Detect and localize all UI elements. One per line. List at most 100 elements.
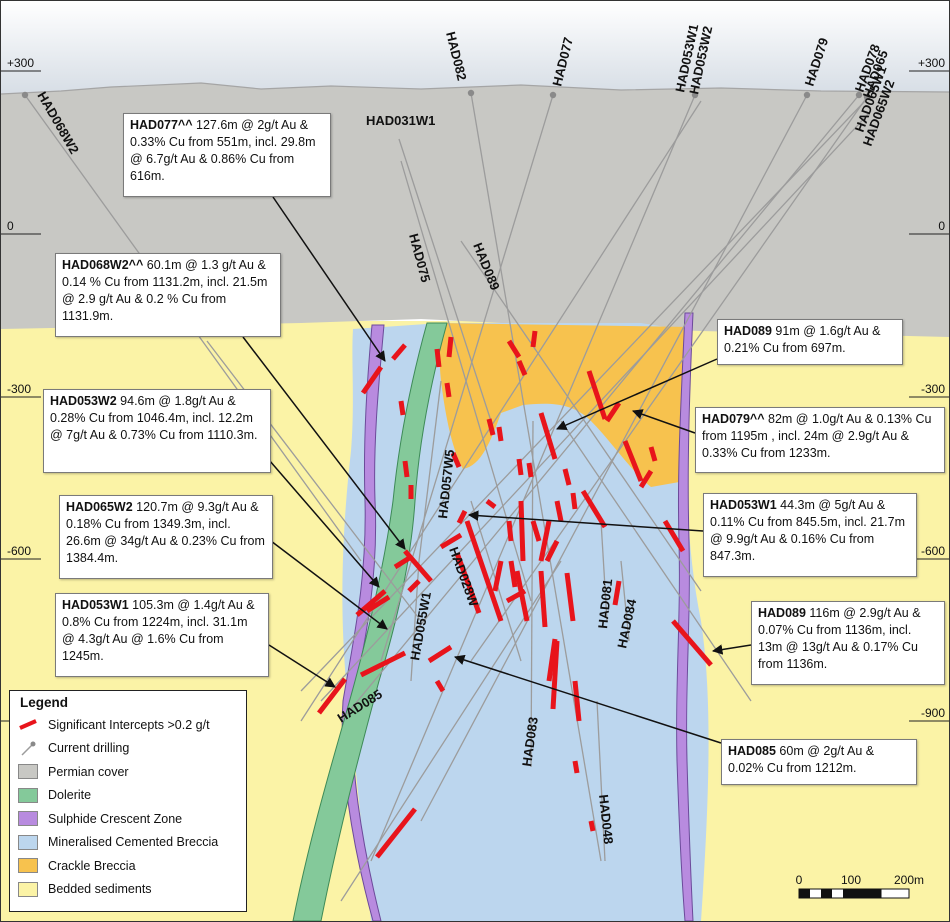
dolerite-swatch — [18, 787, 38, 803]
drillhole-trace — [300, 100, 702, 722]
legend-label: Current drilling — [48, 741, 130, 756]
significant-intercept — [648, 446, 658, 462]
mineralised-cemented-breccia-unit — [342, 323, 709, 921]
significant-intercept — [464, 520, 504, 622]
significant-intercept — [506, 520, 514, 542]
callout-text: 127.6m @ 2g/t Au & 0.33% Cu from 551m, i… — [130, 118, 316, 183]
callout-leader-arrow — [268, 644, 336, 688]
drillhole-collar — [467, 89, 475, 97]
significant-intercept — [554, 500, 564, 522]
depth-label-left: -300 — [7, 382, 31, 396]
intercept-callout: HAD053W1 44.3m @ 5g/t Au & 0.11% Cu from… — [703, 493, 917, 577]
callout-leader-arrow — [467, 510, 704, 532]
significant-intercept — [516, 458, 524, 476]
callout-hole-id: HAD089 — [758, 606, 806, 620]
significant-intercept — [538, 520, 552, 562]
significant-intercept — [434, 679, 446, 693]
callout-leaders-group — [242, 196, 752, 744]
drillhole-collar — [21, 91, 29, 99]
significant-intercept — [496, 426, 504, 442]
drillhole-trace — [470, 96, 868, 662]
significant-intercept — [407, 579, 421, 593]
scale-label: 0 — [796, 873, 803, 887]
callout-hole-id: HAD053W1 — [710, 498, 777, 512]
drillhole-trace — [596, 700, 606, 862]
significant-intercept — [544, 539, 560, 563]
drillhole-trace — [418, 380, 442, 562]
legend-item-intercepts: Significant Intercepts >0.2 g/t — [18, 713, 238, 737]
depth-label-right: -600 — [921, 544, 945, 558]
callout-leader-arrow — [454, 654, 722, 744]
callout-hole-id: HAD068W2^^ — [62, 258, 144, 272]
legend-item-sediments: Bedded sediments — [18, 878, 238, 902]
legend-label: Crackle Breccia — [48, 858, 136, 873]
legend-item-dolerite: Dolerite — [18, 784, 238, 808]
significant-intercept — [375, 807, 417, 859]
significant-intercept — [456, 509, 468, 525]
significant-intercept — [622, 440, 644, 482]
depth-axis-left: +300 0 -300 -600 — [1, 56, 41, 722]
callout-hole-id: HAD053W2 — [50, 394, 117, 408]
significant-intercept — [526, 462, 534, 478]
intercepts-group — [317, 330, 713, 859]
significant-intercept — [586, 370, 608, 420]
callout-leader-arrow — [556, 358, 718, 431]
significant-intercept — [550, 640, 560, 710]
depth-label-left: +300 — [7, 56, 34, 70]
significant-intercept — [671, 619, 713, 667]
callout-text: 82m @ 1.0g/t Au & 0.13% Cu from 1195m , … — [702, 412, 932, 460]
significant-intercept — [492, 560, 504, 592]
significant-intercept — [398, 400, 406, 416]
hole-label: HAD057W5 — [435, 449, 457, 520]
significant-intercept — [360, 365, 384, 395]
significant-intercept — [486, 418, 496, 436]
drillhole-trace — [620, 560, 630, 642]
callout-text: 105.3m @ 1.4g/t Au & 0.8% Cu from 1224m,… — [62, 598, 255, 663]
depth-label-left: 0 — [7, 219, 14, 233]
callout-text: 91m @ 1.6g/t Au & 0.21% Cu from 697m. — [724, 324, 881, 355]
depth-label-left: -600 — [7, 544, 31, 558]
hole-label: HAD081 — [595, 578, 615, 629]
significant-intercept — [612, 580, 622, 606]
significant-intercept — [403, 549, 433, 583]
intercept-callout: HAD079^^ 82m @ 1.0g/t Au & 0.13% Cu from… — [695, 407, 945, 473]
breccia-swatch — [18, 834, 38, 850]
significant-intercept — [444, 382, 452, 398]
significant-intercept — [662, 519, 686, 553]
drillhole-symbol-icon — [21, 741, 36, 756]
intercept-callout: HAD077^^ 127.6m @ 2g/t Au & 0.33% Cu fro… — [123, 113, 331, 197]
callout-text: 60m @ 2g/t Au & 0.02% Cu from 1212m. — [728, 744, 875, 775]
callout-text: 44.3m @ 5g/t Au & 0.11% Cu from 845.5m, … — [710, 498, 905, 563]
callout-hole-id: HAD085 — [728, 744, 776, 758]
sky-band — [1, 1, 949, 96]
depth-label-right: 0 — [938, 219, 945, 233]
drillhole-collar — [855, 91, 863, 99]
callout-text: 116m @ 2.9g/t Au & 0.07% Cu from 1136m, … — [758, 606, 921, 671]
callout-leader-arrow — [270, 540, 388, 630]
callout-text: 60.1m @ 1.3 g/t Au & 0.14 % Cu from 1131… — [62, 258, 268, 323]
significant-intercept — [546, 638, 558, 682]
callout-hole-id: HAD053W1 — [62, 598, 129, 612]
significant-intercept — [317, 677, 347, 715]
sulphide-swatch — [18, 811, 38, 827]
drillhole-collar — [863, 93, 871, 101]
significant-intercept — [572, 760, 580, 774]
significant-intercept — [530, 330, 538, 348]
permian-swatch — [18, 764, 38, 780]
legend-item-breccia: Mineralised Cemented Breccia — [18, 831, 238, 855]
depth-label-right: -300 — [921, 382, 945, 396]
legend-item-crackle: Crackle Breccia — [18, 854, 238, 878]
depth-axis-right: +300 0 -300 -600 -900 — [909, 56, 949, 722]
significant-intercept — [359, 650, 407, 678]
intercept-callout: HAD068W2^^ 60.1m @ 1.3 g/t Au & 0.14 % C… — [55, 253, 281, 337]
significant-intercept — [572, 680, 582, 722]
significant-intercept — [505, 588, 527, 604]
significant-intercept — [518, 500, 526, 562]
depth-label-right: -900 — [921, 706, 945, 720]
callout-hole-id: HAD077^^ — [130, 118, 193, 132]
drillhole-trace — [470, 92, 602, 862]
callout-leader-arrow — [632, 409, 696, 434]
legend-label: Significant Intercepts >0.2 g/t — [48, 717, 210, 732]
intercept-symbol-icon — [19, 719, 37, 731]
